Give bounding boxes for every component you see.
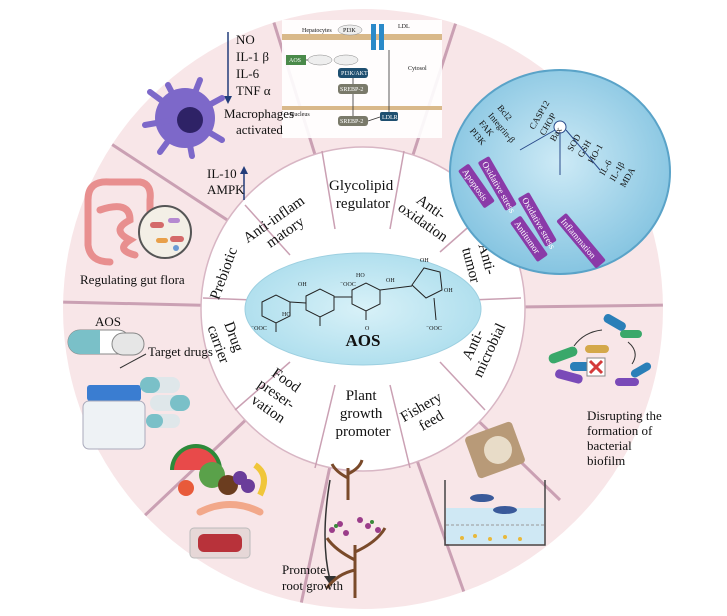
center-title: AOS bbox=[346, 331, 381, 350]
tumor-cell-panel: Bcl2 Integrin-β FAK PI3K CASP12 CHOP Bax… bbox=[449, 69, 671, 275]
bacteria-magnifier bbox=[138, 205, 192, 259]
biofilm-panel: Disrupting the formation of bacterial bi… bbox=[548, 313, 662, 468]
cytokine-il6: IL-6 bbox=[236, 66, 260, 81]
intestine-illustration bbox=[84, 178, 154, 266]
pathway-aos: AOS bbox=[289, 58, 301, 64]
fishery-panel bbox=[444, 421, 546, 546]
svg-text:Glycolipid regulator: Glycolipid regulator bbox=[329, 178, 397, 212]
node-ldlr: LDLR bbox=[382, 115, 398, 121]
drug-aos-label: AOS bbox=[95, 314, 121, 329]
root-line1: Promote bbox=[282, 562, 326, 577]
cytokine-no: NO bbox=[236, 32, 255, 47]
cytokine-tnfa: TNF α bbox=[236, 83, 271, 98]
target-drugs-label: Target drugs bbox=[148, 344, 213, 359]
cytokine-il1b: IL-1 β bbox=[236, 49, 269, 64]
plant-line3: promoter bbox=[336, 424, 391, 440]
svg-text:OH: OH bbox=[444, 288, 453, 294]
gut-label: Regulating gut flora bbox=[80, 272, 185, 287]
glycolipid-line2: regulator bbox=[336, 196, 390, 212]
macrophage-line1: Macrophages bbox=[224, 106, 294, 121]
macrophage-illustration bbox=[142, 77, 225, 159]
bottle-icon bbox=[82, 385, 146, 450]
pill-icons bbox=[140, 377, 190, 428]
open-capsule-icon bbox=[111, 332, 145, 356]
bacteria-icons bbox=[150, 218, 184, 251]
inflammation-panel: NO IL-1 β IL-6 TNF α Macrophages activat… bbox=[142, 32, 294, 200]
svg-text:OH: OH bbox=[420, 258, 429, 264]
svg-text:Food preser- vatio: Food preser- vation bbox=[245, 362, 311, 429]
node-pi3k: PI3K bbox=[343, 28, 356, 34]
biofilm-line1: Disrupting the bbox=[587, 408, 662, 423]
svg-text:⁻OOC: ⁻OOC bbox=[426, 326, 442, 332]
svg-text:HO: HO bbox=[356, 273, 365, 279]
drug-panel: AOS Target drugs bbox=[67, 314, 213, 450]
svg-text:OH: OH bbox=[298, 282, 307, 288]
svg-text:⁻OOC: ⁻OOC bbox=[251, 326, 267, 332]
node-ldl: LDL bbox=[398, 24, 410, 30]
glycolipid-pathway-panel: Hepatocytes Cytosol Nucleus AOS PI3K PI3… bbox=[282, 20, 442, 138]
biofilm-bacteria bbox=[548, 313, 652, 386]
plant-line1: Plant bbox=[346, 388, 378, 404]
node-pi3k-akt: PI3K/AKT bbox=[341, 71, 368, 77]
plant-line2: growth bbox=[340, 406, 383, 422]
svg-text:OH: OH bbox=[386, 278, 395, 284]
gut-panel: Regulating gut flora bbox=[80, 178, 192, 287]
svg-text:⁻OOC: ⁻OOC bbox=[340, 282, 356, 288]
fish-icons bbox=[470, 494, 517, 514]
node-srebp2-a: SREBP-2 bbox=[340, 87, 363, 93]
glycolipid-line1: Glycolipid bbox=[329, 178, 394, 194]
cytosol-label: Cytosol bbox=[408, 66, 427, 72]
marker-ampk: AMPK bbox=[207, 182, 245, 197]
svg-text:O: O bbox=[365, 326, 370, 332]
marker-il10: IL-10 bbox=[207, 166, 237, 181]
svg-text:HO: HO bbox=[282, 312, 291, 318]
macrophage-line2: activated bbox=[236, 122, 283, 137]
node-srebp2-b: SREBP-2 bbox=[340, 119, 363, 125]
root-line2: root growth bbox=[282, 578, 344, 593]
biofilm-line3: bacterial bbox=[587, 438, 632, 453]
food-panel bbox=[170, 444, 267, 559]
hepatocytes-label: Hepatocytes bbox=[302, 28, 332, 34]
aos-molecule bbox=[261, 267, 443, 332]
biofilm-line4: biofilm bbox=[587, 453, 625, 468]
biofilm-line2: formation of bbox=[587, 423, 653, 438]
molecule-labels: ⁻OOC HO OH ⁻OOC HO OH OH OH ⁻OOC O bbox=[251, 258, 453, 332]
svg-text:Plant growth promo: Plant growth promoter bbox=[336, 388, 391, 440]
nucleus-label: Nucleus bbox=[290, 112, 310, 118]
root-panel: Promote root growth bbox=[282, 459, 387, 598]
